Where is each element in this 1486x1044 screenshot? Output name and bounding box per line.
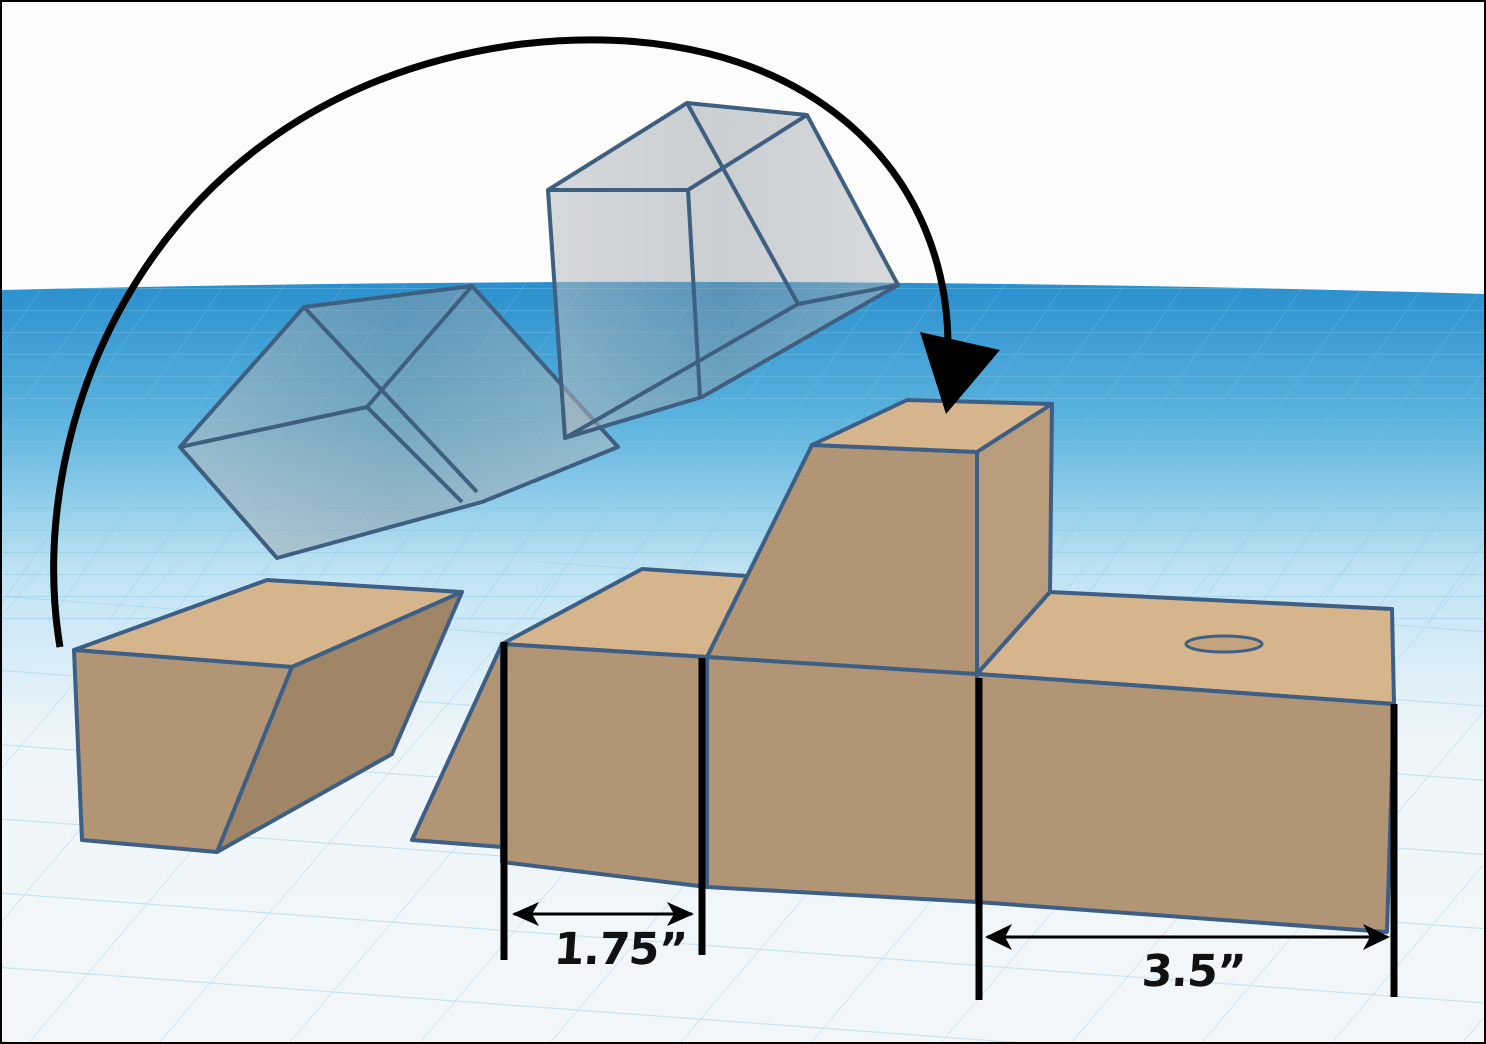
assembled-model xyxy=(410,398,1396,934)
loose-wedge-block xyxy=(72,578,464,854)
arrowhead-icon xyxy=(920,332,1000,414)
dimension-right xyxy=(975,678,1398,1000)
dimension-label-right: 3.5” xyxy=(1140,946,1247,997)
ghost-wedge-rotated-2 xyxy=(546,101,900,440)
dimension-left xyxy=(500,642,706,960)
rotation-arrow xyxy=(50,36,1000,648)
ghost-wedge-rotated-1 xyxy=(178,284,620,560)
dimension-label-left: 1.75” xyxy=(552,924,689,975)
cylindrical-hole xyxy=(1184,634,1264,654)
